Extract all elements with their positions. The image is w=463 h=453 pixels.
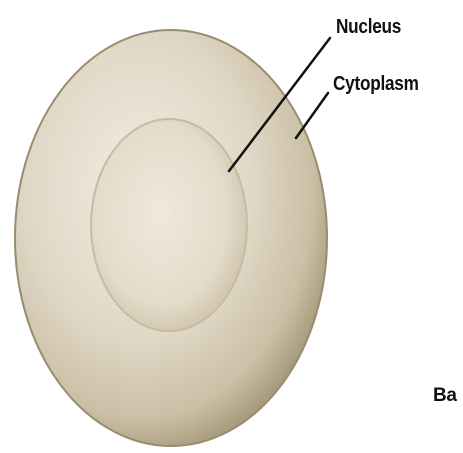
nucleus-label: Nucleus (336, 17, 401, 37)
cropped-label: Ba (433, 386, 463, 405)
cytoplasm-leader-line (296, 93, 328, 138)
nucleus (91, 119, 247, 331)
cytoplasm-label: Cytoplasm (333, 74, 419, 94)
